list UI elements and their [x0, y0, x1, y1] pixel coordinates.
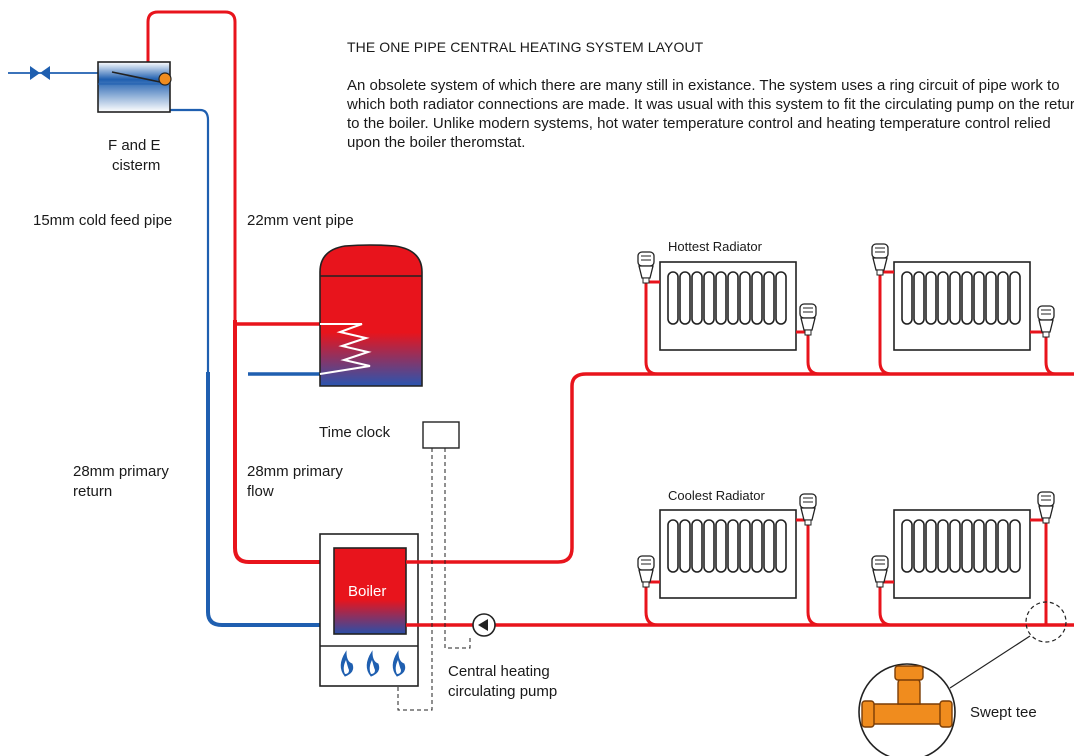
control-wiring: [397, 448, 471, 711]
primary-flow-label-line1: 28mm primary: [247, 463, 343, 480]
vent-pipe: [146, 10, 237, 320]
time-clock-label: Time clock: [319, 424, 391, 441]
pump-label-line1: Central heating: [448, 663, 550, 680]
boiler: [319, 533, 419, 687]
coolest-radiator-label: Coolest Radiator: [668, 488, 765, 503]
mains-feed-pipe: [8, 66, 112, 80]
ring-flow-pipe: [406, 372, 1074, 564]
lower-radiator-2: [871, 491, 1055, 627]
swept-tee-label: Swept tee: [970, 704, 1037, 721]
cold-feed-label: 15mm cold feed pipe: [33, 212, 173, 229]
diagram-title: THE ONE PIPE CENTRAL HEATING SYSTEM LAYO…: [347, 39, 704, 55]
primary-return-pipe: [206, 372, 334, 627]
pump-label-line2: circulating pump: [448, 683, 558, 700]
primary-flow-pipe: [233, 320, 334, 564]
swept-tee-callout: [858, 601, 1067, 756]
circulating-pump: [472, 613, 496, 637]
primary-flow-label-line2: flow: [247, 483, 274, 500]
upper-radiator-1: [637, 251, 821, 376]
cistern-label-line1: F and E: [108, 137, 161, 154]
hot-water-cylinder: [319, 244, 423, 387]
time-clock: [422, 421, 460, 449]
cistern-label-line2: cisterm: [112, 157, 161, 174]
vent-pipe-label: 22mm vent pipe: [247, 212, 354, 229]
cold-feed-pipe: [168, 108, 210, 372]
primary-return-label-line1: 28mm primary: [73, 463, 169, 480]
upper-radiator-2: [871, 243, 1057, 376]
burner-flames: [340, 650, 406, 677]
lower-radiator-1: [637, 493, 821, 627]
boiler-label: Boiler: [348, 583, 387, 600]
swept-tee-icon: [861, 665, 953, 728]
fe-cistern: [97, 61, 172, 113]
primary-return-label-line2: return: [73, 483, 113, 500]
diagram-description: An obsolete system of which there are ma…: [347, 77, 1074, 151]
hottest-radiator-label: Hottest Radiator: [668, 239, 762, 254]
